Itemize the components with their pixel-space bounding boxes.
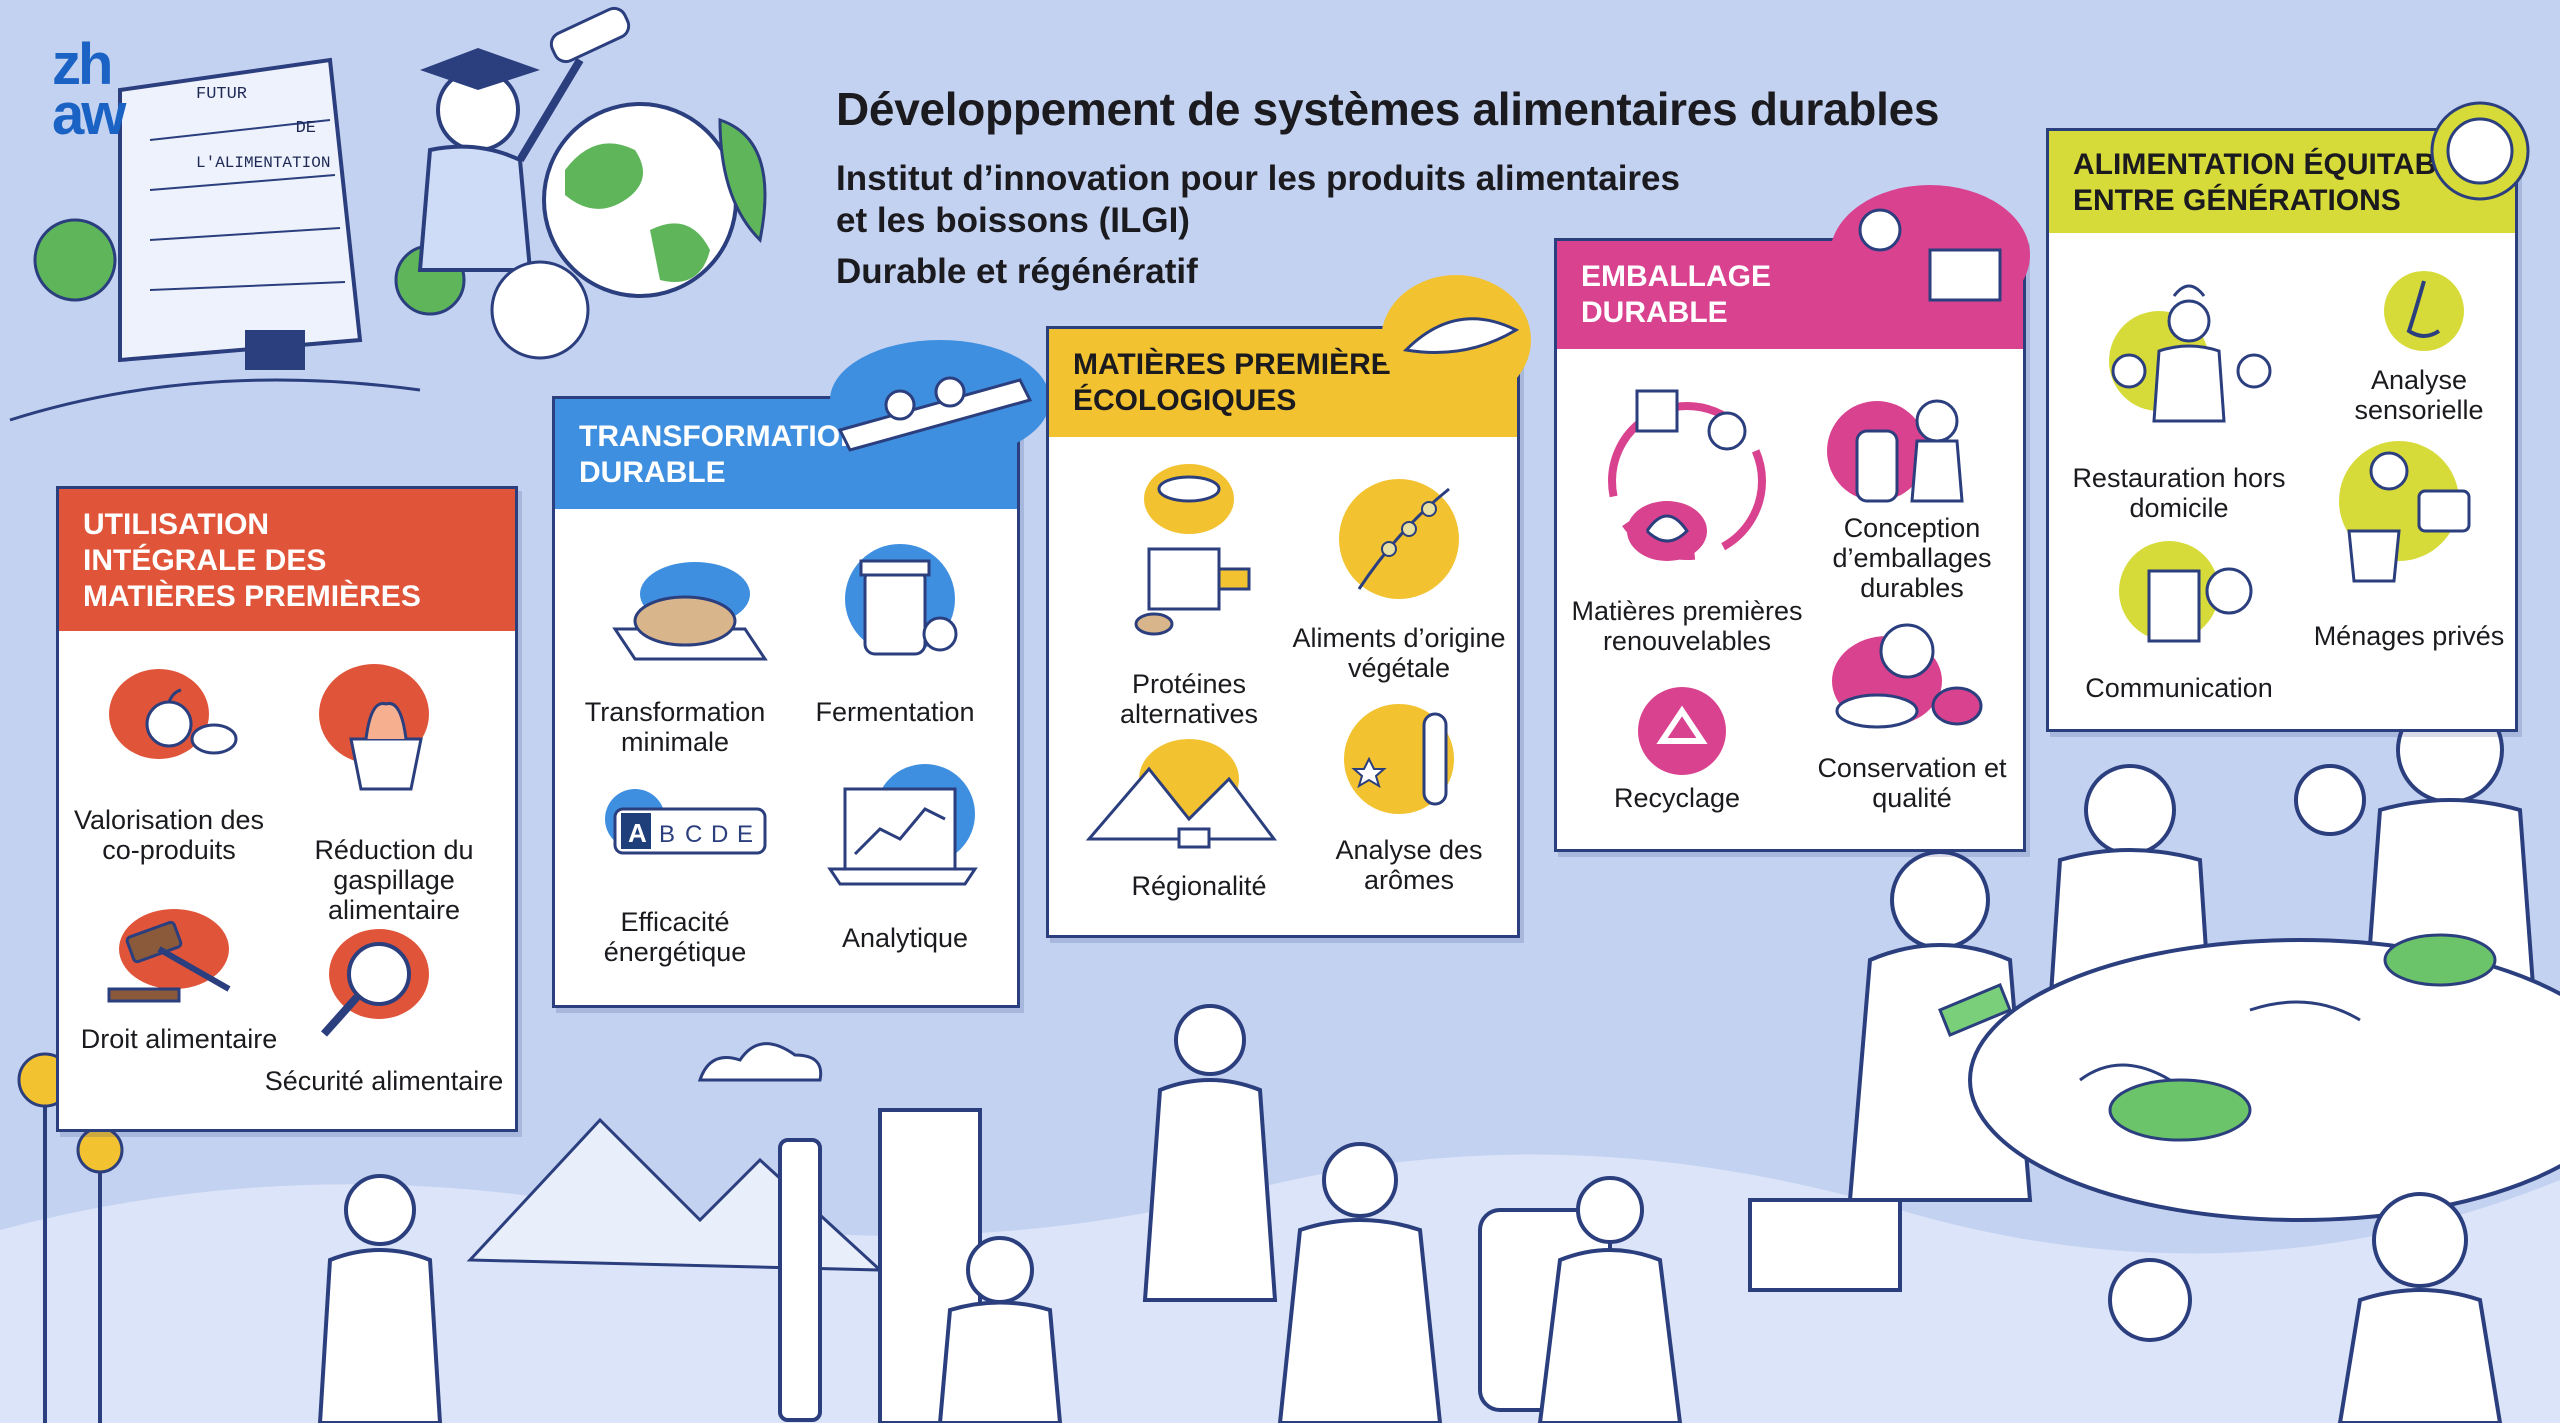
panel-utilisation-header: UTILISATION INTÉGRALE DES MATIÈRES PREMI… <box>59 489 515 631</box>
panel-transformation: TRANSFORMATION DURABLE Transformation mi… <box>552 396 1020 1008</box>
item-analytique: Analytique <box>841 923 969 953</box>
item-aliments-vegetaux: Aliments d’origine végétale <box>1292 623 1506 683</box>
graduate-illustration <box>417 6 631 272</box>
header: Développement de systèmes alimentaires d… <box>836 82 2036 292</box>
logo-line-1: zh <box>52 32 113 97</box>
item-communication: Communication <box>2085 673 2273 703</box>
designer-icon <box>1827 399 1964 503</box>
logo-line-2: aw <box>52 82 126 147</box>
item-proteines: Protéines alternatives <box>1119 669 1259 729</box>
building-sign: FUTUR DE L'ALIMENTATION <box>196 78 356 180</box>
item-regionalite: Régionalité <box>1131 871 1267 901</box>
panel-emballage-title-1: EMBALLAGE <box>1581 260 1771 293</box>
item-matieres-renouvelables: Matières premières renouvelables <box>1571 596 1803 656</box>
jar-icon <box>845 544 958 656</box>
panel-utilisation-title-3: MATIÈRES PREMIÈRES <box>83 580 421 613</box>
panel-emballage: EMBALLAGE DURABLE Matières premières ren… <box>1554 238 2026 852</box>
item-conservation: Conservation et qualité <box>1817 753 2007 813</box>
panel-matieres-title-2: ÉCOLOGIQUES <box>1073 384 1297 417</box>
chef-icon <box>2109 284 2272 423</box>
page-subtitle: Institut d’innovation pour les produits … <box>836 158 1736 242</box>
energy-label-icon: A B C D E <box>605 789 767 855</box>
recycle-icon <box>1638 687 1726 775</box>
nose-icon <box>2384 271 2464 351</box>
sign-line-2: DE <box>295 119 316 138</box>
cooking-pot-icon <box>2339 441 2471 583</box>
subtitle-line-2: et les boissons (ILGI) <box>836 201 1190 240</box>
apple-scraps-icon-drawing <box>145 688 238 755</box>
item-menages: Ménages privés <box>2313 621 2505 651</box>
item-fermentation: Fermentation <box>815 697 975 727</box>
item-gaspillage: Réduction du gaspillage alimentaire <box>314 835 474 925</box>
panel-alimentation-title-1: ALIMENTATION ÉQUITABLE <box>2073 148 2475 181</box>
compost-bin-icon-drawing <box>349 701 423 791</box>
panel-alimentation: ALIMENTATION ÉQUITABLE ENTRE GÉNÉRATIONS… <box>2046 128 2518 732</box>
sign-line-3: L'ALIMENTATION <box>196 154 331 172</box>
sign-line-1: FUTUR <box>196 85 248 104</box>
energy-label-d: D <box>711 821 728 848</box>
shopping-bag-icon <box>2119 541 2253 643</box>
globe-illustration <box>490 102 767 360</box>
tagline: Durable et régénératif <box>836 252 1198 291</box>
item-droit: Droit alimentaire <box>80 1024 278 1054</box>
item-recyclage: Recyclage <box>1613 783 1741 813</box>
energy-label-a: A <box>628 818 647 848</box>
panel-transformation-title-1: TRANSFORMATION <box>579 420 862 453</box>
panel-emballage-header: EMBALLAGE DURABLE <box>1557 241 2023 349</box>
energy-label-e: E <box>737 821 753 848</box>
energy-label-b: B <box>659 821 675 848</box>
gavel-icon-drawing <box>107 920 231 1003</box>
panel-utilisation-title-1: UTILISATION <box>83 508 270 541</box>
plate-icon <box>2430 101 2530 201</box>
laptop-chart-icon <box>827 764 978 886</box>
bread-board-icon <box>612 562 768 661</box>
item-aromes: Analyse des arômes <box>1335 835 1483 895</box>
cycle-icon <box>1608 389 1766 561</box>
panel-utilisation: UTILISATION INTÉGRALE DES MATIÈRES PREMI… <box>56 486 518 1132</box>
item-valorisation: Valorisation des co-produits <box>73 805 265 865</box>
item-efficacite: Efficacité énergétique <box>603 907 747 967</box>
item-transformation-minimale: Transformation minimale <box>584 697 766 757</box>
zhaw-logo: zh aw <box>52 32 146 147</box>
panel-emballage-title-2: DURABLE <box>1581 296 1728 329</box>
item-securite: Sécurité alimentaire <box>264 1066 504 1096</box>
panel-matieres-title-1: MATIÈRES PREMIÈRES <box>1073 348 1411 381</box>
panel-alimentation-title-2: ENTRE GÉNÉRATIONS <box>2073 184 2401 217</box>
item-restauration: Restauration hors domicile <box>2072 463 2286 523</box>
item-conception: Conception d’emballages durables <box>1832 513 1992 603</box>
plant-icon <box>1339 479 1459 599</box>
leaf-header-icon <box>1381 275 1531 405</box>
item-analyse-sensorielle: Analyse sensorielle <box>2354 365 2484 425</box>
packaging-header-icon <box>1830 185 2030 325</box>
panel-matieres: MATIÈRES PREMIÈRES ÉCOLOGIQUES Protéines… <box>1046 326 1520 938</box>
mountains-icon <box>1085 739 1277 849</box>
quality-badge-icon <box>1832 623 1983 729</box>
subtitle-line-1: Institut d’innovation pour les produits … <box>836 159 1680 198</box>
energy-label-c: C <box>685 821 702 848</box>
protein-machine-icon <box>1134 464 1251 636</box>
page-title: Développement de systèmes alimentaires d… <box>836 83 1940 135</box>
magnifier-icon-drawing <box>321 942 411 1037</box>
conveyor-icon <box>830 340 1050 460</box>
panel-transformation-title-2: DURABLE <box>579 456 726 489</box>
test-tube-icon <box>1344 704 1454 814</box>
panel-utilisation-title-2: INTÉGRALE DES <box>83 544 327 577</box>
